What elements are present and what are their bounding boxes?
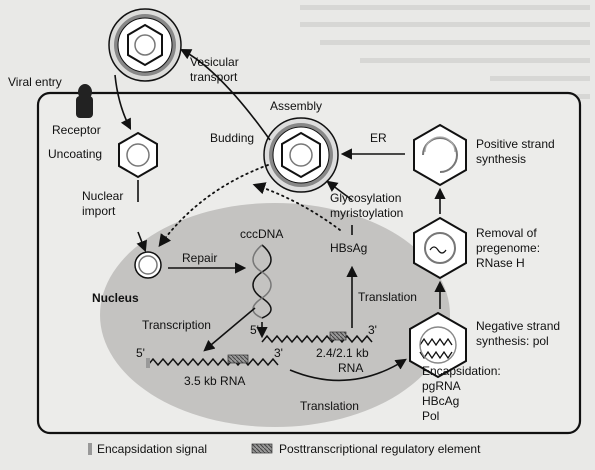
- removal-label-line3: RNase H: [476, 256, 525, 270]
- budding-label: Budding: [210, 131, 254, 145]
- positive-strand-label-line1: Positive strand: [476, 137, 555, 151]
- pre-element-box: [227, 354, 249, 364]
- er-label: ER: [370, 131, 387, 145]
- small-rna-size-label-line2: RNA: [338, 361, 363, 375]
- hbsag-label: HBsAg: [330, 241, 367, 255]
- translation-upper-label: Translation: [358, 290, 417, 304]
- legend-pre-label: Posttranscriptional regulatory element: [279, 442, 481, 456]
- negative-strand-label-line2: synthesis: pol: [476, 334, 549, 348]
- legend-pre-swatch: [251, 443, 273, 454]
- uncoating-label: Uncoating: [48, 147, 102, 161]
- receptor-icon: [76, 84, 93, 118]
- legend-encapsidation-label: Encapsidation signal: [97, 442, 207, 456]
- large-rna-3prime-label: 3': [274, 346, 283, 360]
- nucleus-label: Nucleus: [92, 291, 139, 305]
- small-rna-5prime-label: 5': [250, 323, 259, 337]
- assembly-virion-icon: [263, 117, 339, 193]
- negative-strand-label-line1: Negative strand: [476, 319, 560, 333]
- viral-entry-label: Viral entry: [8, 75, 62, 89]
- bleed-through-texture: [300, 5, 590, 99]
- nuclear-import-label-line1: Nuclear: [82, 189, 123, 203]
- positive-strand-capsid-icon: [413, 123, 467, 187]
- cccdna-label: cccDNA: [240, 227, 283, 241]
- extracellular-virion: [108, 8, 182, 82]
- removal-label-line2: pregenome:: [476, 241, 540, 255]
- legend-encapsidation-swatch: [88, 443, 92, 455]
- nucleus-region: [100, 203, 450, 427]
- encapsidation-label-line1: Encapsidation:: [422, 364, 501, 378]
- transcription-label: Transcription: [142, 318, 211, 332]
- vesicular-transport-label-line1: Vesicular: [190, 55, 239, 69]
- rna-3-5-kb-strand: [146, 354, 279, 368]
- positive-strand-label-line2: synthesis: [476, 152, 526, 166]
- legend: Encapsidation signal Posttranscriptional…: [88, 442, 481, 456]
- repair-label: Repair: [182, 251, 217, 265]
- small-rna-3prime-label: 3': [368, 323, 377, 337]
- receptor-label: Receptor: [52, 123, 101, 137]
- encapsidation-label-line2: pgRNA: [422, 379, 461, 393]
- rcdna-circle-icon: [134, 251, 162, 279]
- large-rna-size-label: 3.5 kb RNA: [184, 374, 245, 388]
- negative-strand-capsid-icon: [409, 311, 467, 379]
- glycosylation-label-line1: Glycosylation: [330, 191, 401, 205]
- process-arrows: [114, 48, 446, 382]
- encapsidation-label-line3: HBcAg: [422, 394, 459, 408]
- uncoating-capsid-icon: [118, 131, 158, 179]
- assembly-label: Assembly: [270, 99, 322, 113]
- translation-lower-label: Translation: [300, 399, 359, 413]
- rnase-h-capsid-icon: [413, 216, 467, 280]
- pre-element-box: [329, 331, 347, 341]
- large-rna-5prime-label: 5': [136, 346, 145, 360]
- encapsidation-label-line4: Pol: [422, 409, 439, 423]
- vesicular-transport-label-line2: transport: [190, 70, 238, 84]
- nuclear-import-label-line2: import: [82, 204, 116, 218]
- small-rna-size-label-line1: 2.4/2.1 kb: [316, 346, 369, 360]
- encapsidation-signal-marker: [146, 358, 150, 368]
- rna-2-4-kb-strand: [261, 331, 373, 344]
- removal-label-line1: Removal of: [476, 226, 537, 240]
- glycosylation-label-line2: myristoylation: [330, 206, 403, 220]
